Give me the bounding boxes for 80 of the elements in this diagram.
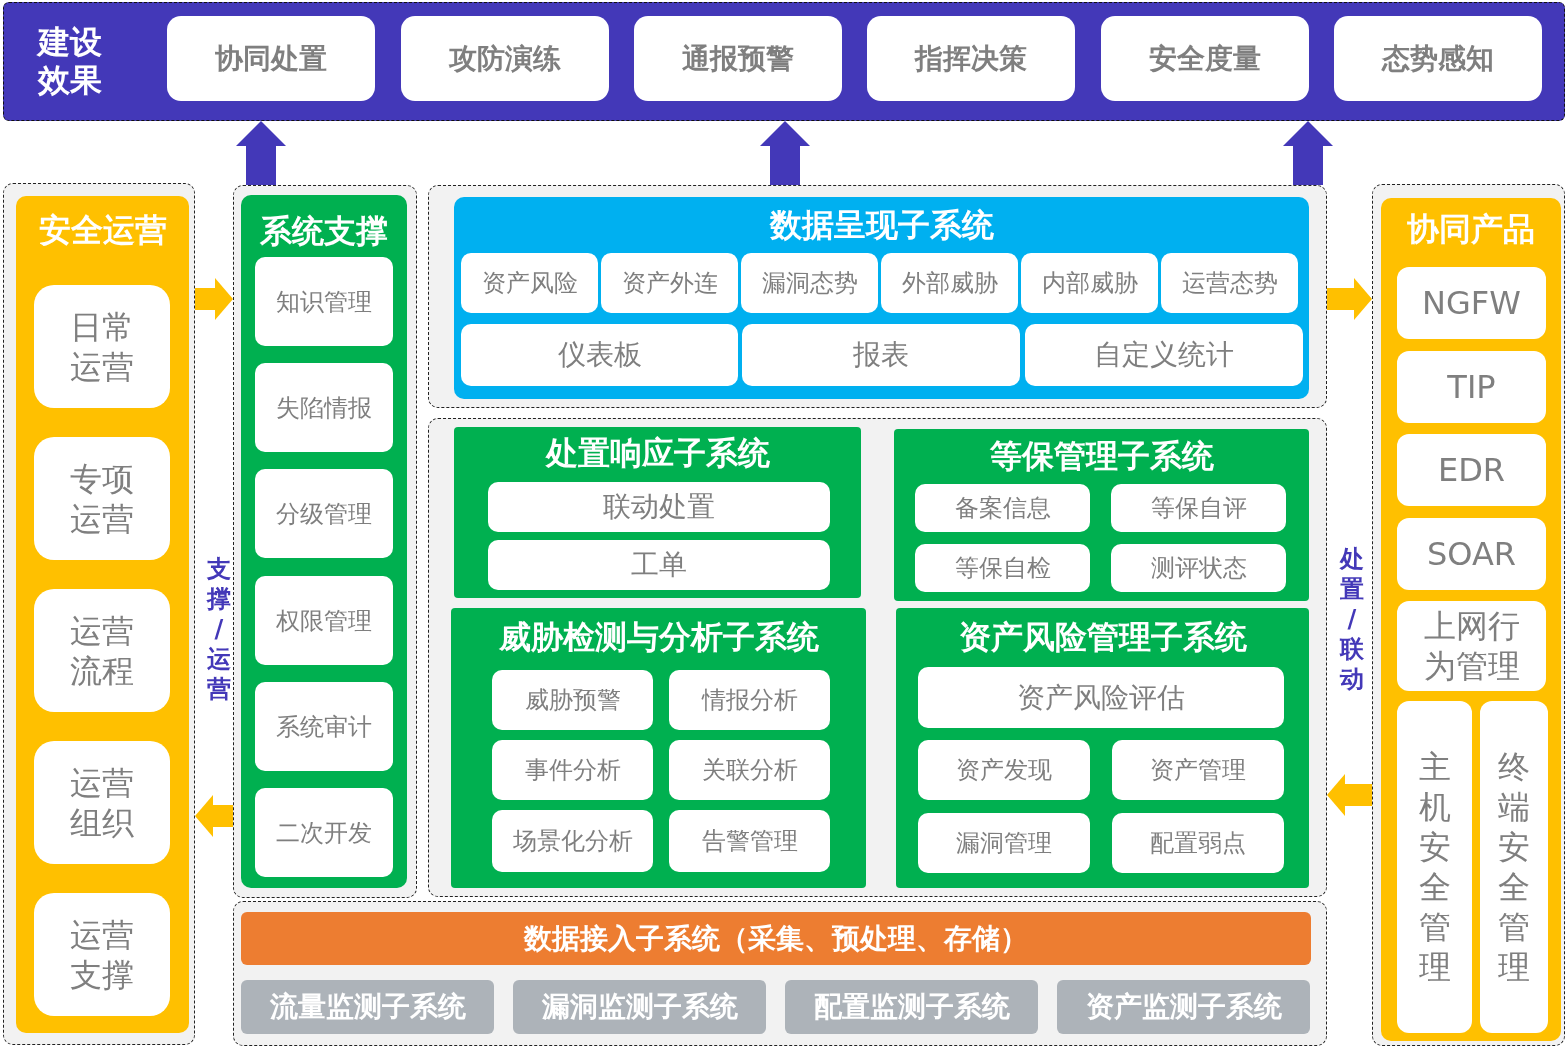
feature-card: 工单 (488, 540, 830, 590)
block-arrow (195, 278, 233, 320)
feature-card: 运营流程 (34, 589, 170, 712)
feature-card: 配置弱点 (1112, 813, 1284, 873)
panel-heading: 建设效果 (38, 23, 103, 99)
block-arrow (236, 121, 286, 185)
panel-heading: 处置响应子系统 (545, 433, 770, 473)
block-arrow (195, 795, 233, 837)
product-card: 终端安全管理 (1480, 701, 1548, 1033)
vertical-label: 处置/联动 (1339, 544, 1365, 694)
vertical-label: 支撑/运营 (206, 554, 232, 704)
panel-heading: 安全运营 (38, 210, 167, 250)
feature-card: 权限管理 (255, 576, 393, 665)
block-arrow (1283, 121, 1333, 185)
feature-card: 二次开发 (255, 788, 393, 877)
feature-card: 外部威胁 (881, 253, 1018, 313)
effect-card: 安全度量 (1101, 16, 1309, 101)
product-card: NGFW (1397, 267, 1546, 339)
product-card: 上网行为管理 (1397, 601, 1546, 691)
monitor-card: 流量监测子系统 (241, 980, 494, 1034)
feature-card: 运营组织 (34, 741, 170, 864)
monitor-card: 漏洞监测子系统 (513, 980, 766, 1034)
effect-card: 指挥决策 (867, 16, 1075, 101)
feature-card: 情报分析 (669, 670, 830, 730)
dashed-panel (428, 418, 1327, 897)
panel-heading: 资产风险管理子系统 (958, 617, 1247, 657)
feature-card: 资产风险 (461, 253, 598, 313)
effect-card: 攻防演练 (401, 16, 609, 101)
feature-card: 专项运营 (34, 437, 170, 560)
panel-heading: 威胁检测与分析子系统 (498, 617, 819, 657)
ingest-bar: 数据接入子系统（采集、预处理、存储） (241, 912, 1311, 965)
feature-card: 运营支撑 (34, 893, 170, 1016)
feature-card: 自定义统计 (1025, 324, 1303, 386)
panel-heading: 等保管理子系统 (989, 436, 1214, 476)
feature-card: 漏洞态势 (741, 253, 878, 313)
feature-card: 仪表板 (461, 324, 738, 386)
product-card: TIP (1397, 351, 1546, 423)
subsystem-panel (894, 429, 1309, 601)
panel-heading: 数据呈现子系统 (769, 205, 994, 245)
subsystem-panel (896, 608, 1309, 888)
product-card: EDR (1397, 434, 1546, 506)
feature-card: 漏洞管理 (918, 813, 1090, 873)
effect-card: 态势感知 (1334, 16, 1542, 101)
feature-card: 等保自评 (1111, 484, 1286, 532)
effect-card: 协同处置 (167, 16, 375, 101)
feature-card: 关联分析 (669, 740, 830, 800)
dashed-panel (233, 901, 1327, 1046)
feature-card: 等保自检 (915, 544, 1090, 592)
monitor-card: 资产监测子系统 (1057, 980, 1310, 1034)
feature-card: 内部威胁 (1021, 253, 1158, 313)
product-card: SOAR (1397, 518, 1546, 590)
feature-card: 资产风险评估 (918, 667, 1284, 728)
subsystem-panel (451, 608, 866, 888)
feature-card: 资产外连 (601, 253, 738, 313)
feature-card: 分级管理 (255, 469, 393, 558)
feature-card: 资产管理 (1112, 740, 1284, 800)
feature-card: 运营态势 (1161, 253, 1298, 313)
feature-card: 失陷情报 (255, 363, 393, 452)
feature-card: 知识管理 (255, 257, 393, 346)
feature-card: 报表 (742, 324, 1020, 386)
panel-heading: 系统支撑 (260, 211, 388, 251)
block-arrow (1327, 278, 1372, 320)
feature-card: 事件分析 (492, 740, 653, 800)
feature-card: 场景化分析 (492, 810, 653, 872)
panel-heading: 协同产品 (1407, 209, 1535, 249)
feature-card: 备案信息 (915, 484, 1090, 532)
block-arrow (1327, 774, 1372, 816)
effect-band (3, 2, 1565, 121)
feature-card: 联动处置 (488, 482, 830, 532)
effect-card: 通报预警 (634, 16, 842, 101)
block-arrow (760, 121, 810, 185)
subsystem-panel (454, 427, 861, 598)
monitor-card: 配置监测子系统 (785, 980, 1038, 1034)
feature-card: 日常运营 (34, 285, 170, 408)
product-card: 主机安全管理 (1397, 701, 1472, 1033)
feature-card: 威胁预警 (492, 670, 653, 730)
feature-card: 测评状态 (1111, 544, 1286, 592)
feature-card: 系统审计 (255, 682, 393, 771)
feature-card: 告警管理 (669, 810, 830, 872)
feature-card: 资产发现 (918, 740, 1090, 800)
